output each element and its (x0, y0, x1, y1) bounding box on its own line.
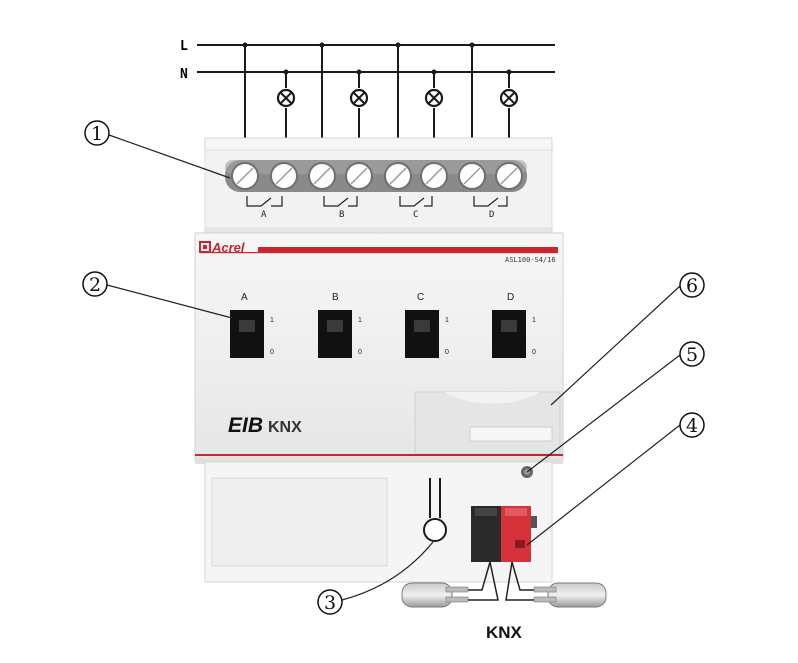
line-label: L (180, 39, 188, 54)
knx-bus-cable (401, 561, 607, 608)
lamp-a-icon (276, 88, 296, 108)
contact-symbols (246, 196, 508, 207)
terminal-label-d: D (489, 210, 494, 220)
svg-text:4: 4 (686, 415, 698, 437)
top-terminal-block (204, 137, 553, 235)
svg-text:1: 1 (358, 317, 362, 324)
terminal-screws (231, 162, 523, 190)
callout-5: 5 (526, 341, 705, 473)
switch-b[interactable]: B 1 0 (318, 292, 362, 358)
svg-text:0: 0 (270, 349, 274, 356)
switch-label: A (241, 292, 248, 303)
callout-4: 4 (526, 412, 705, 546)
callout-6: 6 (550, 272, 705, 406)
svg-text:0: 0 (358, 349, 362, 356)
callout-3: 3 (317, 541, 434, 615)
svg-text:3: 3 (324, 592, 336, 614)
knx-bus-connector (471, 506, 537, 562)
callout-1: 1 (84, 120, 231, 179)
svg-text:5: 5 (686, 344, 698, 366)
svg-text:0: 0 (532, 349, 536, 356)
svg-text:1: 1 (532, 317, 536, 324)
switch-a[interactable]: A 1 0 (230, 292, 274, 358)
switch-d[interactable]: D 1 0 (492, 292, 536, 358)
svg-text:0: 0 (445, 349, 449, 356)
neutral-label: N (180, 67, 188, 82)
switch-label: B (332, 292, 339, 303)
front-red-stripe (195, 454, 563, 456)
knx-logo: KNX (268, 419, 302, 436)
brand-logo: Acrel (199, 240, 245, 255)
svg-text:6: 6 (686, 275, 698, 297)
brand-name: Acrel (211, 240, 245, 255)
load-circuits (242, 42, 519, 138)
switch-label: C (417, 292, 424, 303)
supply-lines: L N (180, 39, 555, 82)
svg-text:1: 1 (91, 123, 103, 145)
terminal-label-b: B (339, 210, 344, 220)
lamp-b-icon (349, 88, 369, 108)
callout-2: 2 (82, 271, 233, 319)
terminal-label-a: A (261, 210, 267, 220)
eib-logo: EIB (228, 414, 263, 437)
switch-c[interactable]: C 1 0 (405, 292, 449, 358)
switch-label: D (507, 292, 514, 303)
lamp-c-icon (424, 88, 444, 108)
programming-button[interactable] (423, 478, 447, 542)
lamp-d-icon (499, 88, 519, 108)
svg-text:1: 1 (270, 317, 274, 324)
terminal-label-c: C (413, 210, 418, 220)
knx-bus-label: KNX (486, 623, 523, 642)
svg-text:2: 2 (89, 274, 101, 296)
terminal-group-labels: A B C D (261, 210, 494, 220)
svg-text:1: 1 (445, 317, 449, 324)
model-number: ASL100-S4/16 (505, 256, 556, 264)
programming-window (414, 391, 561, 455)
